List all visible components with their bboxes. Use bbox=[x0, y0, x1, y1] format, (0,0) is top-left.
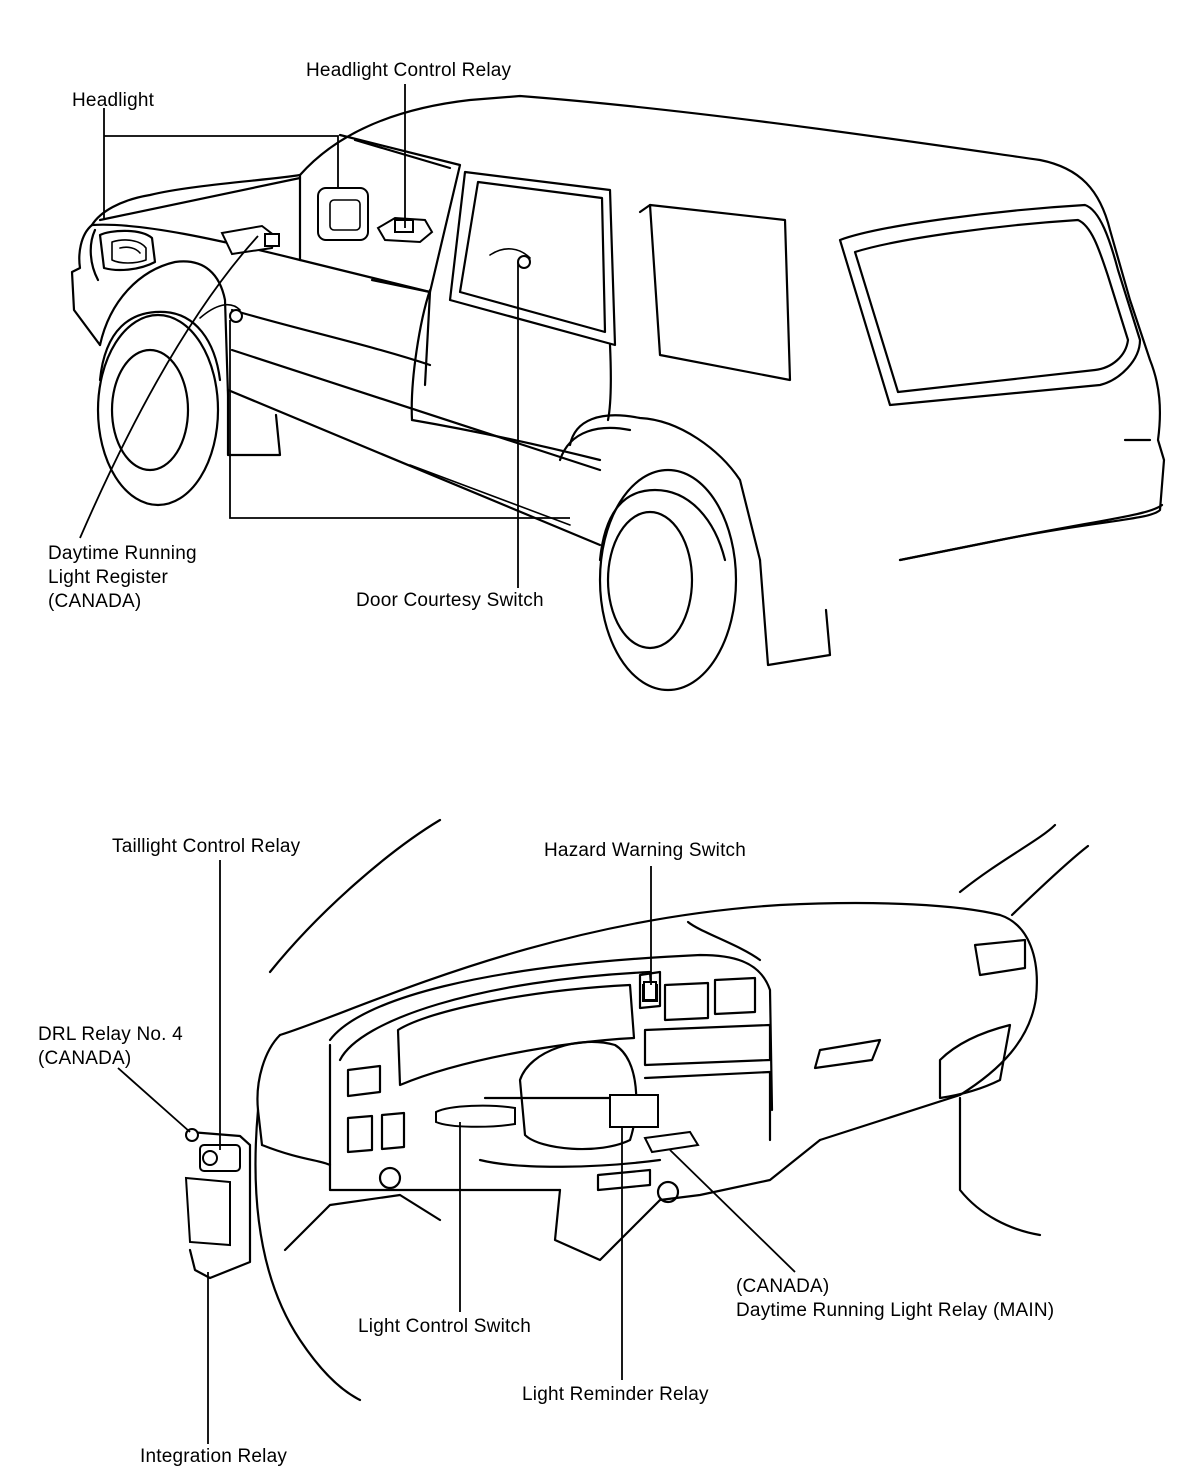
label-integration-relay: Integration Relay bbox=[140, 1446, 288, 1467]
top-leader-lines bbox=[79, 84, 570, 588]
drl-register-component bbox=[220, 224, 280, 256]
bottom-leader-lines bbox=[117, 860, 796, 1444]
label-drl-relay-main-line2: Daytime Running Light Relay (MAIN) bbox=[736, 1300, 1055, 1321]
relay-bracket-left bbox=[184, 1128, 252, 1280]
label-drl-relay-no4-line2: (CANADA) bbox=[38, 1048, 132, 1069]
label-hazard-warning-switch: Hazard Warning Switch bbox=[544, 840, 747, 861]
drl-relay-main-component bbox=[643, 1130, 700, 1154]
door-courtesy-switch-rear bbox=[489, 248, 531, 269]
label-drl-register-line1: Daytime Running bbox=[48, 543, 197, 564]
label-light-reminder-relay: Light Reminder Relay bbox=[522, 1384, 709, 1405]
label-drl-register-line3: (CANADA) bbox=[48, 591, 142, 612]
hazard-warning-switch-component bbox=[643, 981, 657, 1001]
light-reminder-relay-component bbox=[609, 1094, 659, 1128]
headlight-mirror bbox=[317, 187, 369, 241]
label-drl-register-line2: Light Register bbox=[48, 567, 169, 588]
label-drl-relay-no4-line1: DRL Relay No. 4 bbox=[38, 1024, 183, 1045]
label-light-control-switch: Light Control Switch bbox=[358, 1316, 531, 1337]
headlight-control-relay-component bbox=[376, 216, 434, 244]
label-headlight-control-relay: Headlight Control Relay bbox=[306, 60, 512, 81]
vehicle-exterior-drawing bbox=[70, 94, 1166, 692]
dashboard-drawing bbox=[184, 818, 1090, 1402]
label-drl-relay-main-line1: (CANADA) bbox=[736, 1276, 830, 1297]
label-taillight-control-relay: Taillight Control Relay bbox=[112, 836, 301, 857]
label-door-courtesy-switch: Door Courtesy Switch bbox=[356, 590, 544, 611]
label-headlight: Headlight bbox=[72, 90, 155, 111]
door-courtesy-switch-front bbox=[199, 303, 243, 323]
